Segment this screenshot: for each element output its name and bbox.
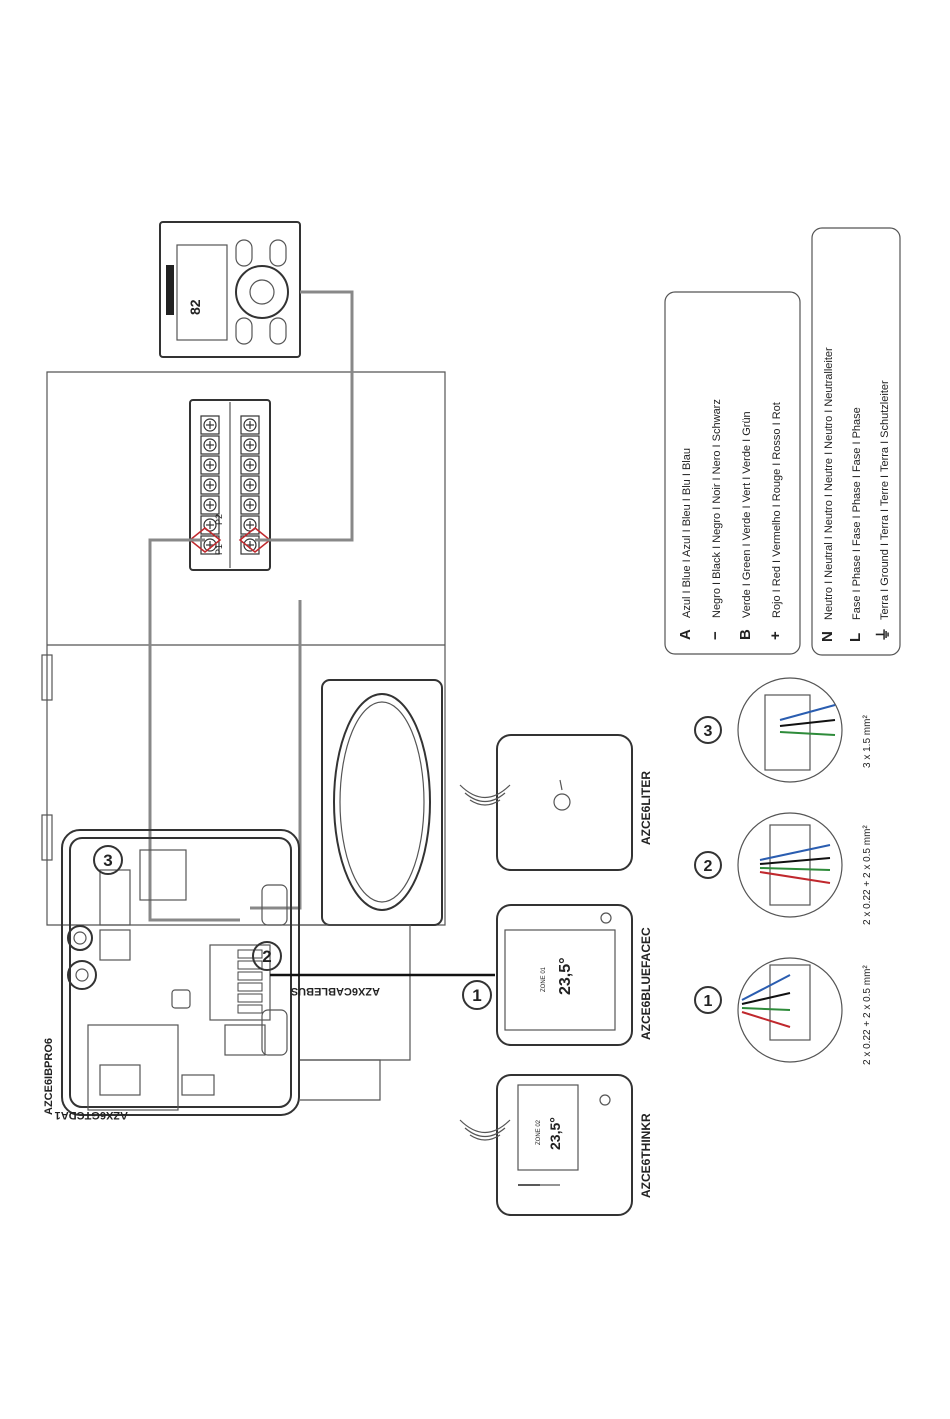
connector-detail-3: 3 3 x 1.5 mm² [694,677,873,783]
legend-row: ⏚ Terra I Ground I Terra I Terre I Terra … [875,380,892,642]
terminal-p2-label: P2 [214,514,224,525]
terminal-screw [200,515,220,535]
svg-text:2: 2 [262,947,271,966]
svg-text:23,5°: 23,5° [547,1117,563,1150]
legend-text: Verde I Green I Verde I Vert I Verde I G… [741,411,753,618]
gateway-label: AZX6GTCDA1 [55,1109,128,1121]
legend-text: Fase I Phase I Fase I Phase I Fase I Pha… [851,407,863,620]
fan-oval [321,679,443,926]
marker-1-cable: 1 [462,980,492,1010]
marker-2-board: 2 [252,941,282,971]
base-board-label: AZCE6IBPRO6 [43,1038,55,1115]
pcb-pin [237,982,263,992]
wiring-spec-3: 3 x 1.5 mm² [862,715,873,768]
connector-detail-1: 1 2 x 0.22 + 2 x 0.5 mm² [694,957,873,1065]
legend-symbol: + [767,631,784,640]
thermostat-think-label: AZCE6THINKR [639,1113,653,1198]
svg-text:ZONE 02: ZONE 02 [536,1119,542,1145]
legend-row: N Neutro I Neutral I Neutro I Neutre I Ne… [819,347,836,642]
svg-text:23,5°: 23,5° [557,957,574,995]
legend-symbol: B [737,629,754,640]
terminal-screw [240,455,260,475]
svg-text:2: 2 [704,858,713,875]
wiring-spec-2: 2 x 0.22 + 2 x 0.5 mm² [862,825,873,925]
pcb-pin [237,971,263,981]
thermostat-lite: AZCE6LITER [496,734,653,871]
terminal-screw [200,455,220,475]
svg-text:1: 1 [704,993,713,1010]
thermostat-blueface: 23,5° ZONE 01 AZCE6BLUEFACEC [496,904,653,1046]
radio-waves-icon [459,1119,511,1141]
legend-text: Terra I Ground I Terra I Terre I Terra I… [879,380,891,620]
thermostat-blueface-label: AZCE6BLUEFACEC [639,927,653,1040]
svg-text:3: 3 [704,723,713,740]
terminal-screw [200,495,220,515]
svg-text:1: 1 [472,986,481,1005]
terminal-screw [240,415,260,435]
legend-power: N Neutro I Neutral I Neutro I Neutre I Ne… [811,227,901,656]
terminal-screw [240,515,260,535]
legend-row: + Rojo I Red I Vermelho I Rouge I Rosso I… [767,402,784,640]
legend-row: B Verde I Green I Verde I Vert I Verde I … [737,411,754,640]
bus-cable: AZX6CABLEBUS [270,973,495,997]
bracket [300,924,411,1101]
thermostat-think: 23,5° ZONE 02 AZCE6THINKR [496,1074,653,1216]
legend-text: Negro I Black I Negro I Noir I Nero I Sc… [711,399,723,618]
connector-detail-2: 2 2 x 0.22 + 2 x 0.5 mm² [694,812,873,925]
pcb-pin [237,993,263,1003]
thermostat-lite-label: AZCE6LITER [639,771,653,845]
terminal-p1-label: P1 [214,544,224,555]
terminal-screw [200,475,220,495]
legend-row: − Negro I Black I Negro I Noir I Nero I S… [707,399,724,640]
legend-symbol: − [707,631,724,640]
terminal-screw [240,495,260,515]
wiring-spec-1: 2 x 0.22 + 2 x 0.5 mm² [862,965,873,1065]
legend-symbol: L [847,633,864,642]
remote-display-value: 82 [187,299,203,315]
terminal-screw [240,475,260,495]
terminal-screw [240,435,260,455]
legend-text: Azul I Blue I Azul I Bleu I Blu I Blau [681,448,693,618]
svg-text:ZONE 01: ZONE 01 [541,966,547,992]
unit-housing [41,371,446,926]
legend-row: A Azul I Blue I Azul I Bleu I Blu I Blau [677,448,694,640]
terminal-strip: P1 P2 [188,399,272,571]
pcb-pin [237,1004,263,1014]
legend-text: Rojo I Red I Vermelho I Rouge I Rosso I … [771,402,783,618]
legend-row: L Fase I Phase I Fase I Phase I Fase I Ph… [847,407,864,642]
legend-text: Neutro I Neutral I Neutro I Neutre I Neu… [823,347,835,620]
base-board-pcb: AZCE6IBPRO6 AZX6GTCDA1 [43,829,300,1121]
terminal-screw [200,415,220,435]
svg-text:3: 3 [103,851,112,870]
radio-waves-icon [459,784,511,806]
cable-label: AZX6CABLEBUS [291,985,380,997]
marker-3-board: 3 [93,845,123,875]
terminal-screw [200,435,220,455]
pcb-pin [237,949,263,959]
legend-symbol: N [819,631,836,642]
legend-bus: A Azul I Blue I Azul I Bleu I Blu I Blau −… [664,291,801,655]
wired-remote-controller: 82 [159,221,301,358]
pcb-pin [237,960,263,970]
legend-symbol: ⏚ [875,627,892,642]
legend-symbol: A [677,629,694,640]
